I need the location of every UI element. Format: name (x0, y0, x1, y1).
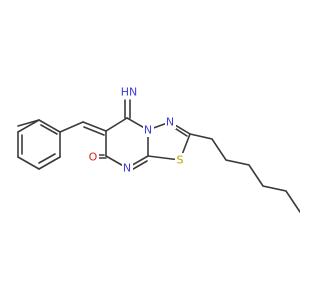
carbonyl-oxygen-label: O (89, 151, 98, 164)
bond-methyl (17, 119, 40, 127)
imine-nitrogen-label: HN (121, 86, 138, 99)
benzene-ring (17, 119, 61, 170)
bridge-nitrogen-label: N (144, 124, 152, 137)
thiadiazole-nitrogen-label: N (166, 116, 174, 129)
heptyl-chain (189, 133, 300, 213)
bond-benzylidene-double (82, 121, 107, 132)
bond-aryl-vinyl (59, 121, 84, 133)
molecule-structure: HN N N N S O (17, 85, 300, 213)
sulfur-label: S (177, 154, 184, 167)
pyrimidine-nitrogen-label: N (123, 162, 131, 175)
